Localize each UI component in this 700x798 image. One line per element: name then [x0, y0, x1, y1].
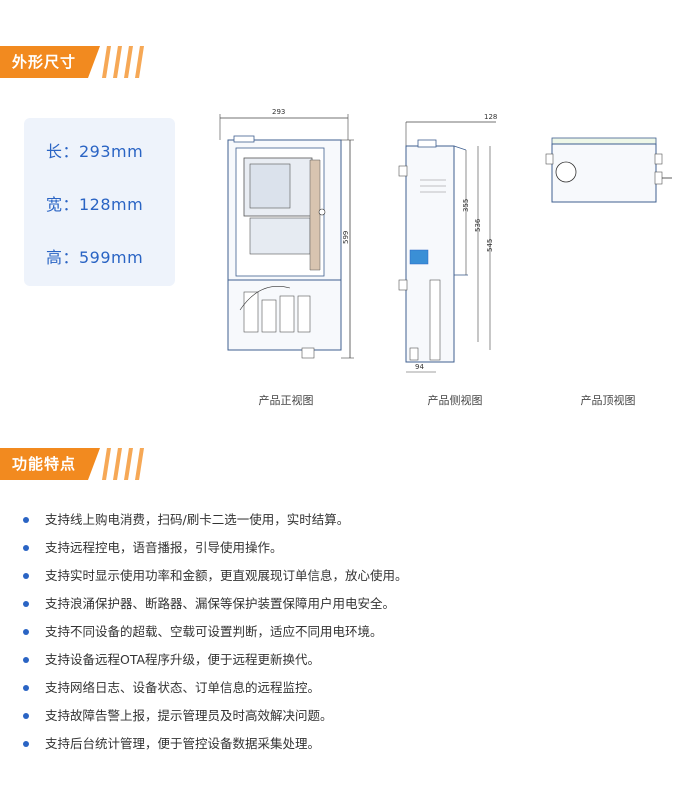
feature-text: 支持实时显示使用功率和金额，更直观展现订单信息，放心使用。 — [45, 568, 408, 583]
list-item: 支持实时显示使用功率和金额，更直观展现订单信息，放心使用。 — [20, 562, 408, 590]
feature-text: 支持设备远程OTA程序升级，便于远程更新换代。 — [45, 652, 321, 667]
header-stripe — [124, 46, 133, 78]
list-item: 支持故障告警上报，提示管理员及时高效解决问题。 — [20, 702, 408, 730]
front-dim-width: 293 — [272, 108, 285, 116]
features-title: 功能特点 — [0, 448, 100, 480]
bullet-icon — [23, 741, 29, 747]
list-item: 支持后台统计管理，便于管控设备数据采集处理。 — [20, 730, 408, 758]
header-stripe — [102, 448, 111, 480]
list-item: 支持远程控电，语音播报，引导使用操作。 — [20, 534, 408, 562]
side-dim-a: 355 — [462, 199, 470, 212]
front-view-caption: 产品正视图 — [258, 394, 314, 407]
side-dim-c: 545 — [486, 239, 494, 252]
feature-text: 支持线上购电消费，扫码/刷卡二选一使用，实时结算。 — [45, 512, 350, 527]
dimensions-title: 外形尺寸 — [0, 46, 100, 78]
list-item: 支持浪涌保护器、断路器、漏保等保护装置保障用户用电安全。 — [20, 590, 408, 618]
top-view-diagram — [545, 137, 672, 203]
feature-text: 支持网络日志、设备状态、订单信息的远程监控。 — [45, 680, 321, 695]
spec-height: 高：599mm — [46, 248, 144, 267]
feature-text: 支持浪涌保护器、断路器、漏保等保护装置保障用户用电安全。 — [45, 596, 396, 611]
bullet-icon — [23, 601, 29, 607]
feature-list: 支持线上购电消费，扫码/刷卡二选一使用，实时结算。 支持远程控电，语音播报，引导… — [20, 506, 408, 758]
feature-text: 支持远程控电，语音播报，引导使用操作。 — [45, 540, 283, 555]
feature-text: 支持不同设备的超载、空载可设置判断，适应不同用电环境。 — [45, 624, 383, 639]
side-view-caption: 产品侧视图 — [427, 394, 483, 407]
spec-card: 长：293mm 宽：128mm 高：599mm — [24, 118, 175, 286]
header-stripe — [135, 448, 144, 480]
feature-text: 支持故障告警上报，提示管理员及时高效解决问题。 — [45, 708, 333, 723]
bullet-icon — [23, 629, 29, 635]
side-dim-top: 128 — [484, 113, 497, 121]
header-stripe — [135, 46, 144, 78]
side-dim-bottom: 94 — [415, 363, 424, 371]
header-stripe — [113, 46, 122, 78]
spec-width: 宽：128mm — [46, 195, 144, 214]
list-item: 支持线上购电消费，扫码/刷卡二选一使用，实时结算。 — [20, 506, 408, 534]
header-stripe — [113, 448, 122, 480]
bullet-icon — [23, 713, 29, 719]
spec-length: 长：293mm — [46, 142, 144, 161]
dimensions-section-header: 外形尺寸 — [0, 46, 160, 78]
bullet-icon — [23, 685, 29, 691]
bullet-icon — [23, 517, 29, 523]
front-view-diagram: 293 599 — [219, 108, 354, 359]
header-stripe — [124, 448, 133, 480]
side-view-diagram: 128 355 536 545 94 — [398, 113, 497, 373]
side-dim-b: 536 — [474, 218, 482, 232]
feature-text: 支持后台统计管理，便于管控设备数据采集处理。 — [45, 736, 321, 751]
front-dim-height: 599 — [342, 231, 350, 244]
bullet-icon — [23, 573, 29, 579]
bullet-icon — [23, 657, 29, 663]
header-stripe — [102, 46, 111, 78]
bullet-icon — [23, 545, 29, 551]
features-section-header: 功能特点 — [0, 448, 160, 480]
list-item: 支持网络日志、设备状态、订单信息的远程监控。 — [20, 674, 408, 702]
list-item: 支持设备远程OTA程序升级，便于远程更新换代。 — [20, 646, 408, 674]
top-view-caption: 产品顶视图 — [580, 394, 636, 407]
list-item: 支持不同设备的超载、空载可设置判断，适应不同用电环境。 — [20, 618, 408, 646]
